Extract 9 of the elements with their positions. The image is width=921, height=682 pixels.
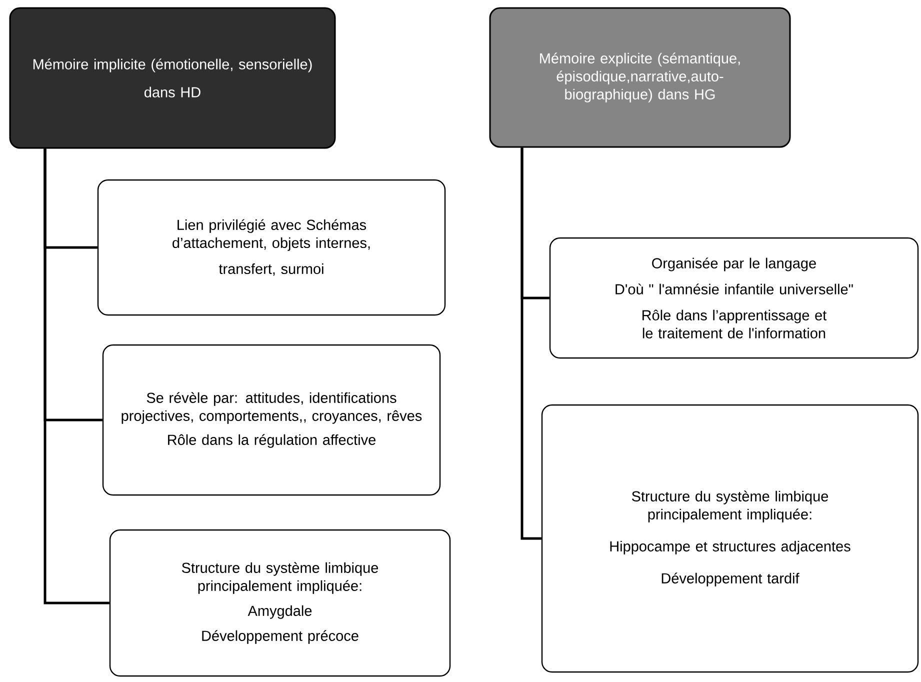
- connector-line: [520, 148, 542, 540]
- text-box: Organisée par le langage D'où " l'amnésie infantile universelle" Rôle dans l’apprentissage et le traitement de l'information: [549, 237, 919, 359]
- header-box: Mémoire explicite (sémantique, épisodique,narrative,auto-biographique) dans HG: [489, 7, 791, 148]
- text-box: Structure du système limbique principalement impliquée: Amygdale Développement précoce: [109, 529, 451, 677]
- text-box: Structure du système limbique principalement impliquée: Hippocampe et structures adjacentes Développement tardif: [541, 404, 919, 673]
- header-box: Mémoire implicite (émotionelle, sensorielle) dans HD: [9, 7, 336, 149]
- text-box: Se révèle par: attitudes, identifications projectives, comportements,, croyances, rêves Rôle dans la régulation affective: [102, 344, 441, 496]
- text-box: Lien privilégié avec Schémas d’attachement, objets internes, transfert, surmoi: [97, 179, 446, 316]
- connector-line: [44, 148, 110, 604]
